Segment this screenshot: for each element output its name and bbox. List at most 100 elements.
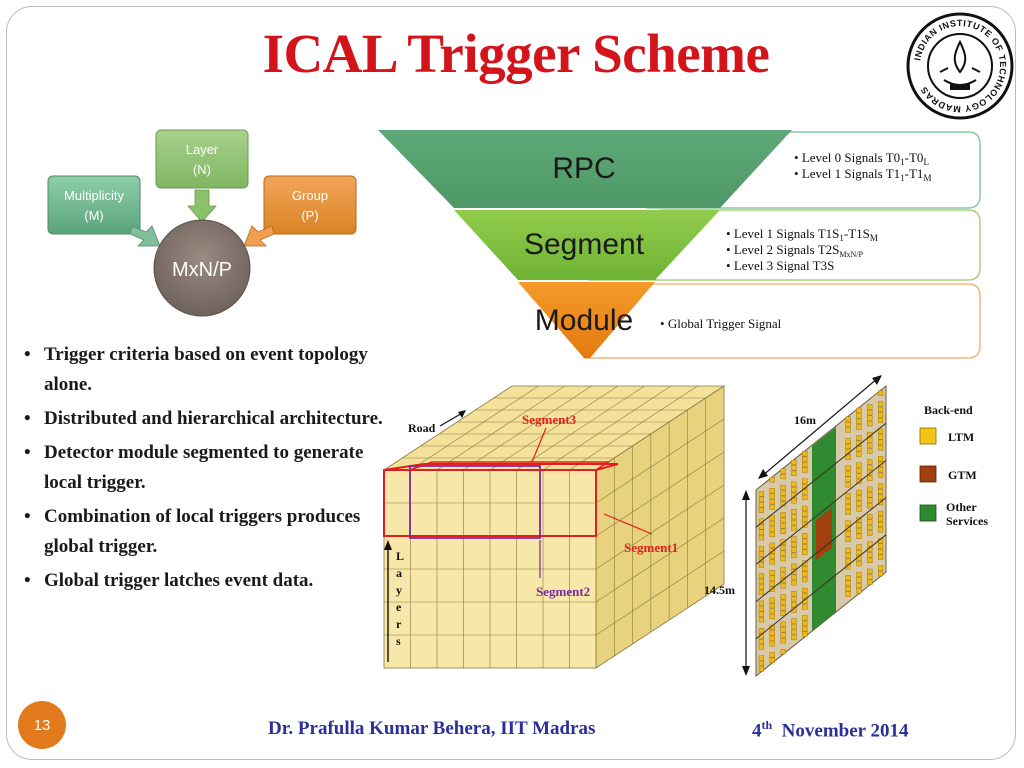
ltm-module: [791, 634, 797, 641]
ltm-module: [780, 621, 786, 627]
ltm-module: [802, 505, 808, 512]
ltm-module: [856, 473, 862, 479]
ltm-module: [856, 418, 862, 424]
panel-ltm-modules: [755, 390, 887, 672]
ltm-module: [856, 588, 862, 594]
ltm-module: [845, 465, 851, 471]
ltm-module: [867, 448, 873, 454]
legend-gtm-swatch: [919, 465, 937, 483]
ltm-module: [856, 577, 862, 583]
ltm-module: [791, 602, 797, 608]
ltm-module: [845, 427, 851, 433]
ltm-module: [769, 602, 775, 609]
ltm-module: [867, 514, 873, 520]
layers-letter: L: [396, 549, 404, 563]
ltm-module: [856, 424, 862, 430]
ltm-module: [802, 511, 808, 517]
ltm-module: [802, 467, 808, 473]
ltm-module: [791, 629, 797, 635]
ltm-module: [856, 571, 862, 578]
ltm-module: [845, 580, 851, 586]
segment3-outline: [409, 461, 611, 471]
ltm-module: [758, 638, 765, 645]
bullet-item: Global trigger latches event data.: [20, 566, 390, 596]
ltm-module: [769, 542, 775, 548]
ltm-module: [845, 509, 851, 515]
ltm-module: [856, 533, 862, 539]
ltm-module: [802, 576, 808, 583]
ltm-module: [867, 552, 873, 558]
ltm-module: [877, 488, 884, 495]
layers-letter: s: [396, 634, 401, 648]
ltm-module: [802, 462, 808, 468]
slide-frame: [6, 6, 1016, 760]
ltm-module: [845, 443, 851, 450]
ltm-module: [780, 627, 786, 633]
group-label: Group: [292, 188, 328, 203]
page-number-badge: 13: [18, 701, 66, 749]
ltm-module: [845, 547, 851, 553]
ltm-module: [845, 553, 851, 559]
cube-grid-line: [595, 484, 725, 570]
ltm-module: [877, 417, 884, 424]
layers-letter: r: [396, 617, 402, 631]
ltm-module: [877, 412, 884, 418]
ltm-module: [758, 573, 765, 579]
layer-sublabel: (N): [193, 162, 211, 177]
ltm-module: [769, 635, 775, 641]
ltm-module: [802, 549, 808, 555]
ltm-module: [758, 491, 765, 497]
footer-author: Dr. Prafulla Kumar Behera, IIT Madras: [268, 718, 596, 739]
ltm-module: [780, 473, 786, 480]
ltm-module: [845, 591, 851, 597]
ltm-module: [780, 572, 786, 578]
ltm-module: [877, 439, 884, 445]
ltm-module: [845, 416, 851, 422]
ltm-module: [856, 435, 862, 441]
ltm-module: [856, 446, 862, 452]
ltm-module: [802, 587, 808, 594]
ltm-module: [856, 451, 862, 457]
ltm-module: [877, 467, 884, 473]
ltm-module: [769, 597, 775, 603]
cube-grid-line: [463, 385, 592, 471]
ltm-module: [867, 437, 873, 443]
ltm-module: [856, 506, 862, 512]
ltm-module: [845, 493, 851, 499]
ltm-module: [758, 502, 765, 508]
ltm-module: [791, 525, 797, 531]
ltm-module: [758, 660, 765, 667]
ltm-module: [802, 604, 808, 610]
ltm-module: [758, 589, 765, 595]
legend-services-label: Other: [946, 500, 977, 514]
ltm-module: [802, 533, 808, 539]
height-arrow-end: [742, 666, 750, 676]
ltm-module: [769, 630, 775, 636]
ltm-module: [780, 638, 786, 644]
bullet-item: Trigger criteria based on event topology…: [20, 340, 390, 400]
ltm-module: [791, 509, 797, 515]
ltm-module: [780, 566, 786, 573]
ltm-module: [791, 580, 797, 586]
ltm-module: [769, 581, 775, 587]
rpc-layer: [378, 130, 792, 208]
ltm-module: [769, 520, 775, 527]
ltm-module: [845, 520, 851, 526]
ltm-module: [877, 406, 884, 413]
ltm-module: [856, 550, 862, 556]
mxn-p-label: MxN/P: [172, 259, 232, 281]
bullet-item: Distributed and hierarchical architectur…: [20, 404, 390, 434]
ltm-module: [758, 628, 765, 634]
layers-letter: y: [396, 583, 402, 597]
ltm-module: [758, 529, 765, 535]
segment-signal-2: • Level 3 Signal T3S: [726, 258, 834, 273]
ltm-module: [780, 632, 786, 638]
ltm-module: [877, 510, 884, 517]
ltm-module: [845, 558, 851, 564]
ltm-module: [769, 575, 775, 581]
ltm-module: [877, 516, 884, 522]
ltm-module: [845, 531, 851, 537]
multiplicity-box: [47, 175, 141, 235]
cube-grid-line: [410, 385, 539, 471]
group-sublabel: (P): [301, 208, 318, 223]
